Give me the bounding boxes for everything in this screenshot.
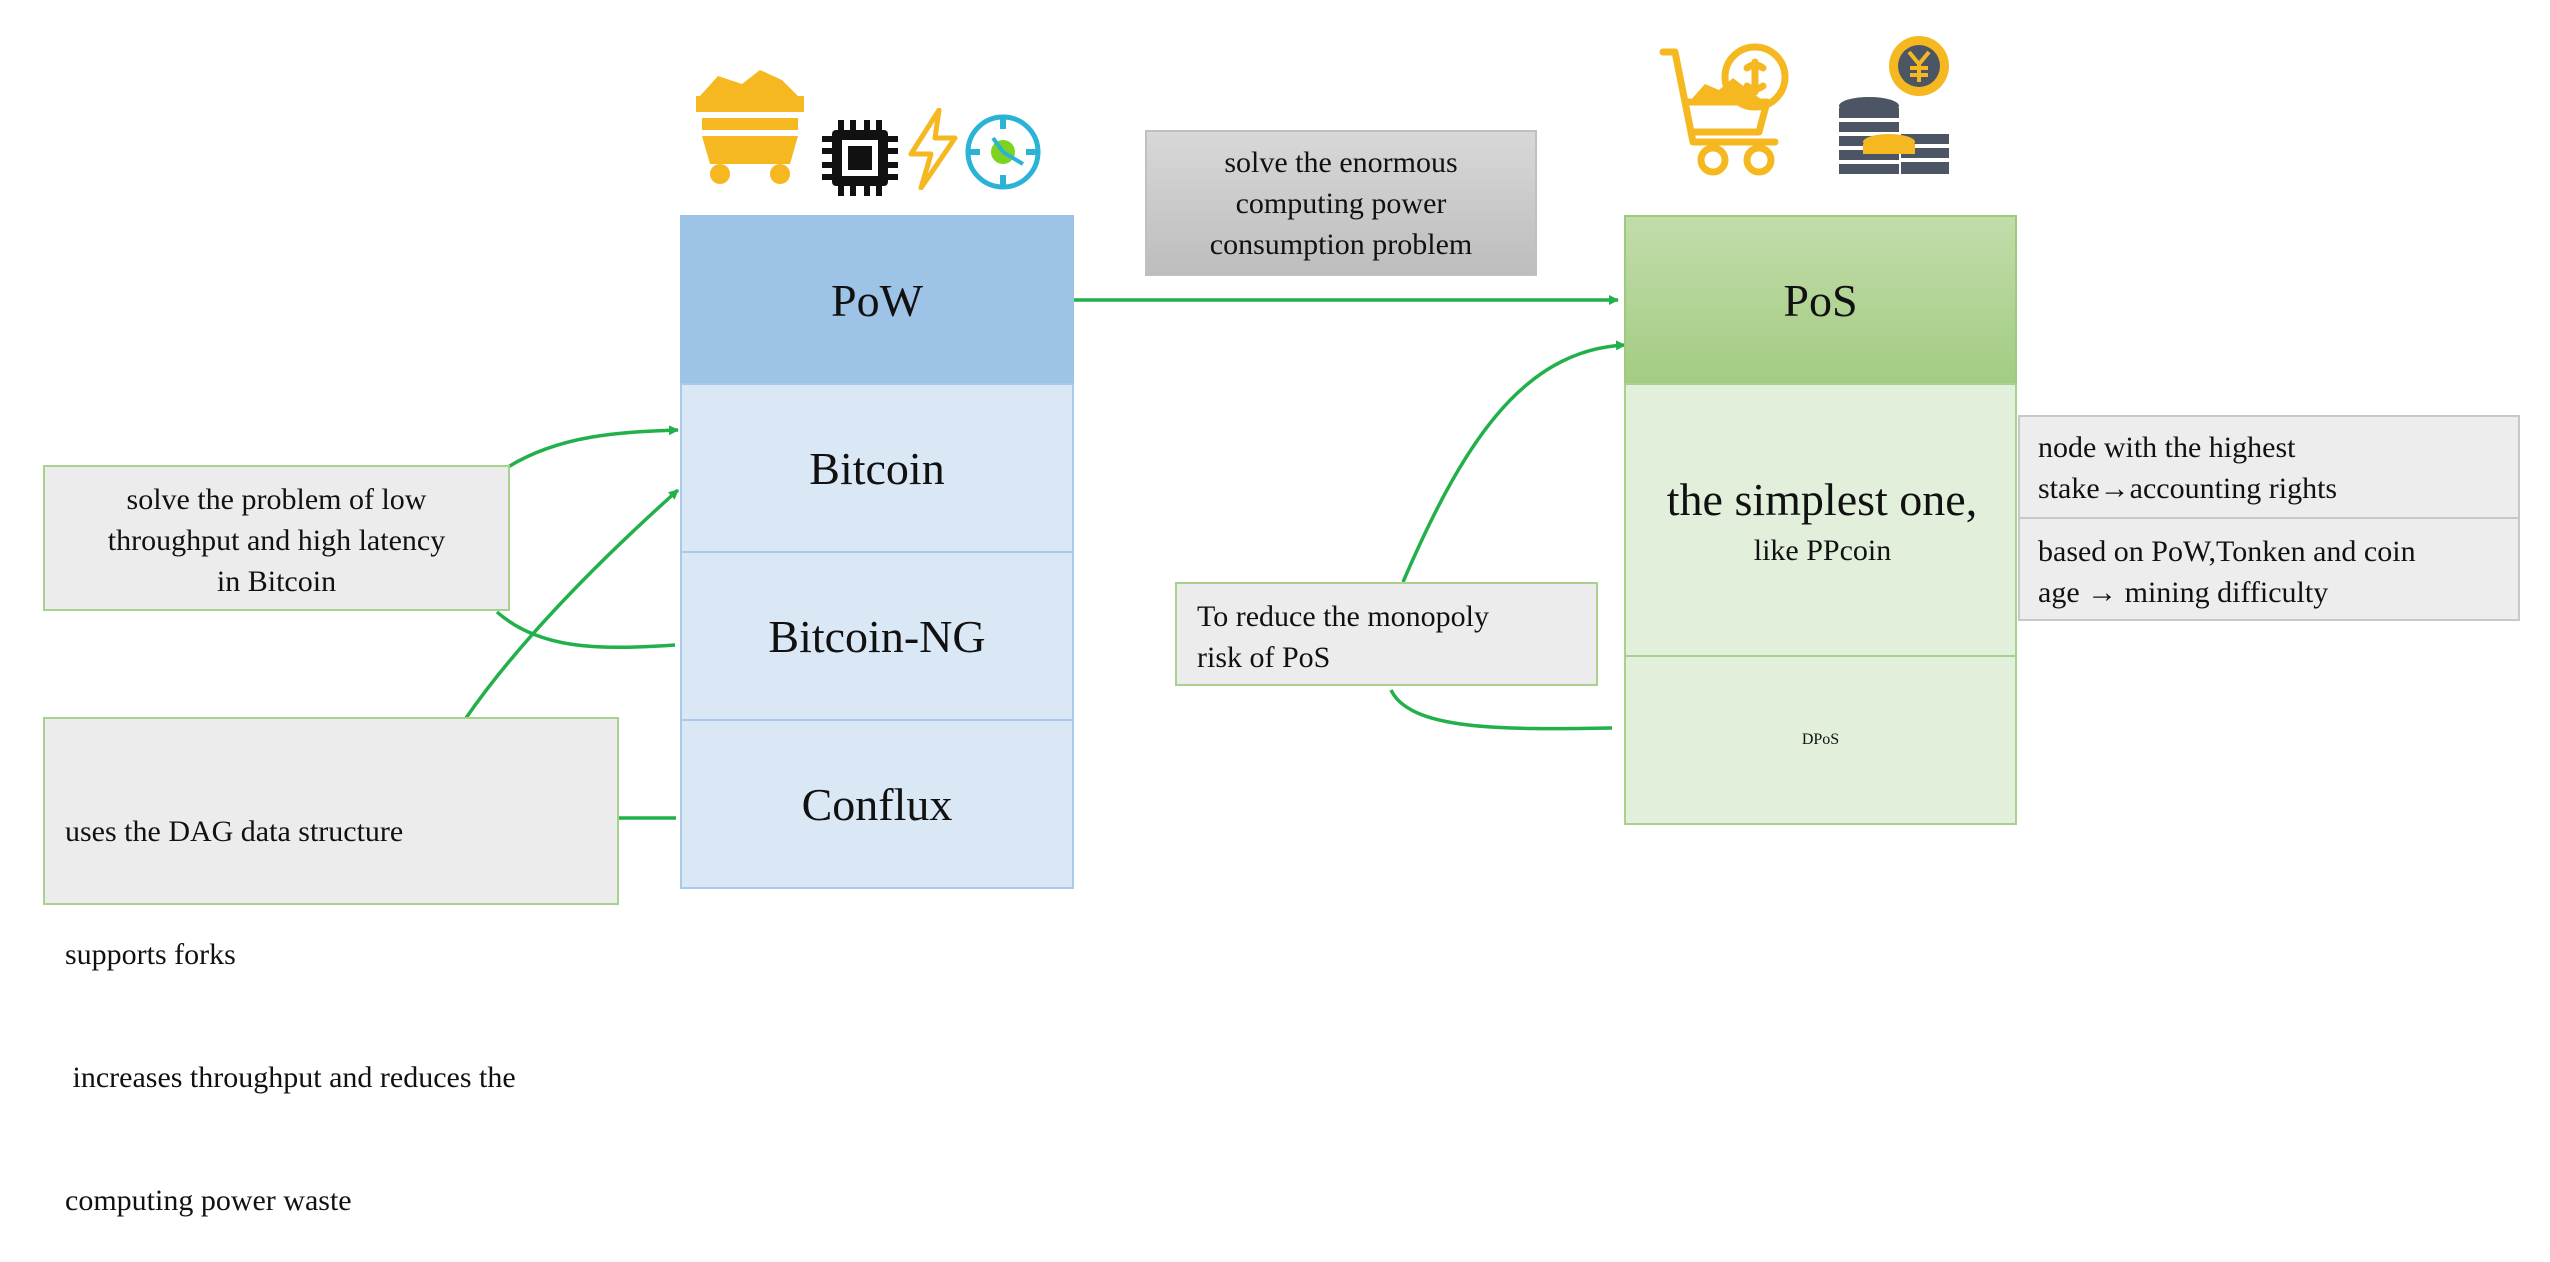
- note-line: computing power: [1235, 187, 1447, 220]
- pos-simplest-example: like PPcoin: [1753, 534, 1892, 567]
- note-line: node with the highest: [2038, 431, 2296, 464]
- pow-header: PoW: [680, 215, 1074, 385]
- mining-cart-icon: [696, 70, 804, 184]
- note-line: based on PoW,Tonken and coin: [2038, 535, 2416, 568]
- pos-item-dpos: DPoS: [1624, 655, 2017, 825]
- note-line: supports forks: [65, 938, 236, 971]
- clock-icon: [965, 114, 1041, 190]
- pos-header: PoS: [1624, 215, 2017, 385]
- pos-item-simplest: the simplest one, like PPcoin: [1624, 383, 2017, 657]
- coin-age-note: based on PoW,Tonken and coin age → minin…: [2018, 517, 2520, 621]
- connector-layer: [464, 295, 1626, 820]
- ng-note-to-bitcoin-arrow: [507, 425, 679, 469]
- pow-item-label: Bitcoin-NG: [768, 610, 986, 662]
- note-line: increases throughput and reduces the: [65, 1061, 516, 1094]
- pow-item-conflux: Conflux: [680, 719, 1074, 889]
- note-line: stake→accounting rights: [2038, 472, 2338, 505]
- bitcoin-ng-note: solve the problem of low throughput and …: [43, 465, 510, 611]
- note-line: To reduce the monopoly: [1197, 600, 1489, 633]
- pow-item-bitcoin-ng: Bitcoin-NG: [680, 551, 1074, 721]
- pow-header-label: PoW: [831, 274, 923, 326]
- lightning-icon: [908, 108, 958, 190]
- note-line: solve the enormous: [1224, 146, 1458, 179]
- conflux-note-to-bitcoin-arrow: [464, 488, 680, 719]
- cpu-chip-icon: [822, 120, 898, 196]
- pow-item-bitcoin: Bitcoin: [680, 383, 1074, 553]
- transition-note: solve the enormous computing power consu…: [1145, 130, 1537, 276]
- note-line: risk of PoS: [1197, 641, 1331, 674]
- dpos-note: To reduce the monopoly risk of PoS: [1175, 582, 1598, 686]
- pos-item-label: DPoS: [1801, 731, 1840, 748]
- pos-simplest-title: the simplest one,: [1666, 474, 1978, 525]
- ng-note-to-bitcoin-ng-line: [495, 610, 676, 650]
- coin-stack-yen-icon: [1839, 36, 1949, 174]
- pow-item-label: Conflux: [801, 778, 953, 830]
- dpos-note-to-pos-arrow: [1401, 340, 1626, 583]
- mining-basket-coin-icon: [1659, 43, 1789, 176]
- note-line: solve the problem of low: [126, 483, 427, 516]
- note-line: consumption problem: [1209, 228, 1473, 261]
- conflux-note: uses the DAG data structure supports for…: [43, 717, 619, 1217]
- pos-header-label: PoS: [1783, 274, 1858, 326]
- note-line: throughput and high latency: [107, 524, 446, 557]
- stake-note: node with the highest stake→accounting r…: [2018, 415, 2520, 519]
- pow-item-label: Bitcoin: [809, 442, 945, 494]
- note-line: age → mining difficulty: [2038, 576, 2329, 609]
- note-line: uses the DAG data structure: [65, 815, 404, 848]
- note-line: in Bitcoin: [216, 565, 337, 598]
- dpos-note-to-dpos-line: [1389, 689, 1613, 731]
- note-line: computing power waste: [65, 1184, 352, 1217]
